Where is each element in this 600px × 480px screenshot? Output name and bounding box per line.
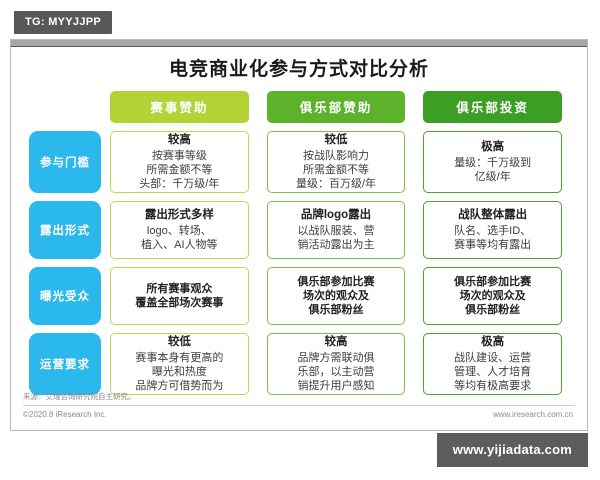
column-header-club-investment: 俱乐部投资 bbox=[423, 91, 563, 123]
copyright-note: ©2020.8 iResearch Inc. bbox=[23, 410, 107, 419]
cell-r1-c2: 战队整体露出 队名、选手ID、 赛事等均有露出 bbox=[423, 201, 563, 259]
cell-body: 品牌方需联动俱 乐部，以主动营 销提升用户感知 bbox=[297, 351, 375, 392]
cell-body: 所有赛事观众 覆盖全部场次赛事 bbox=[135, 282, 224, 309]
cell-r0-c0: 较高 按赛事等级 所需金额不等 头部：千万级/年 bbox=[110, 131, 249, 193]
table-row: 曝光受众 所有赛事观众 覆盖全部场次赛事 俱乐部参加比赛 场次的观众及 俱乐部粉… bbox=[29, 267, 571, 325]
cell-r1-c0: 露出形式多样 logo、转场、 植入、AI人物等 bbox=[110, 201, 249, 259]
cell-highlight: 较高 bbox=[167, 134, 191, 147]
cell-body: 赛事本身有更高的 曝光和热度 品牌方可借势而为 bbox=[135, 351, 224, 392]
cell-highlight: 战队整体露出 bbox=[458, 209, 528, 222]
cell-r0-c1: 较低 按战队影响力 所需金额不等 量级：百万级/年 bbox=[266, 131, 406, 193]
cell-highlight: 较低 bbox=[324, 134, 348, 147]
cell-body: 量级：千万级到 亿级/年 bbox=[454, 156, 532, 183]
cell-body: 按赛事等级 所需金额不等 头部：千万级/年 bbox=[139, 149, 220, 190]
cell-body: 俱乐部参加比赛 场次的观众及 俱乐部粉丝 bbox=[297, 275, 375, 317]
cell-highlight: 极高 bbox=[481, 141, 505, 154]
column-header-event-sponsorship: 赛事赞助 bbox=[110, 91, 249, 123]
slide-card: 电竞商业化参与方式对比分析 赛事赞助 俱乐部赞助 俱乐部投资 参与门槛 较高 按… bbox=[10, 39, 588, 431]
cell-r1-c1: 品牌logo露出 以战队服装、营 销活动露出为主 bbox=[266, 201, 406, 259]
cell-r3-c0: 较低 赛事本身有更高的 曝光和热度 品牌方可借势而为 bbox=[110, 333, 249, 395]
table-row: 参与门槛 较高 按赛事等级 所需金额不等 头部：千万级/年 较低 按战队影响力 … bbox=[29, 131, 571, 193]
cell-body: 按战队影响力 所需金额不等 量级：百万级/年 bbox=[295, 149, 377, 190]
comparison-table: 赛事赞助 俱乐部赞助 俱乐部投资 参与门槛 较高 按赛事等级 所需金额不等 头部… bbox=[29, 91, 571, 395]
row-label-exposure-audience: 曝光受众 bbox=[29, 267, 101, 325]
cell-r2-c1: 俱乐部参加比赛 场次的观众及 俱乐部粉丝 bbox=[266, 267, 406, 325]
row-label-exposure-format: 露出形式 bbox=[29, 201, 101, 259]
cell-r0-c2: 极高 量级：千万级到 亿级/年 bbox=[423, 131, 563, 193]
yijiadata-watermark: www.yijiadata.com bbox=[436, 433, 588, 467]
cell-highlight: 露出形式多样 bbox=[144, 209, 214, 222]
footer-divider bbox=[23, 405, 575, 406]
cell-highlight: 较低 bbox=[167, 336, 191, 349]
cell-highlight: 较高 bbox=[324, 336, 348, 349]
cell-body: logo、转场、 植入、AI人物等 bbox=[141, 224, 218, 251]
cell-body: 以战队服装、营 销活动露出为主 bbox=[297, 224, 375, 251]
website-note: www.iresearch.com.cn bbox=[492, 410, 573, 419]
table-row: 露出形式 露出形式多样 logo、转场、 植入、AI人物等 品牌logo露出 以… bbox=[29, 201, 571, 259]
cell-r2-c2: 俱乐部参加比赛 场次的观众及 俱乐部粉丝 bbox=[423, 267, 563, 325]
cell-body: 俱乐部参加比赛 场次的观众及 俱乐部粉丝 bbox=[454, 275, 532, 317]
table-header-row: 赛事赞助 俱乐部赞助 俱乐部投资 bbox=[29, 91, 571, 123]
page-title: 电竞商业化参与方式对比分析 bbox=[168, 59, 429, 80]
source-note: 来源：艾瑞咨询研究院自主研究。 bbox=[23, 392, 136, 401]
slide-top-bar bbox=[11, 40, 587, 47]
cell-body: 队名、选手ID、 赛事等均有露出 bbox=[454, 224, 532, 251]
cell-r3-c1: 较高 品牌方需联动俱 乐部，以主动营 销提升用户感知 bbox=[266, 333, 406, 395]
row-label-operation-requirement: 运营要求 bbox=[29, 333, 101, 395]
table-row: 运营要求 较低 赛事本身有更高的 曝光和热度 品牌方可借势而为 较高 品牌方需联… bbox=[29, 333, 571, 395]
telegram-watermark-tag: TG: MYYJJPP bbox=[14, 11, 113, 34]
column-header-club-sponsorship: 俱乐部赞助 bbox=[266, 91, 406, 123]
cell-highlight: 品牌logo露出 bbox=[300, 209, 372, 222]
row-label-entry-threshold: 参与门槛 bbox=[29, 131, 101, 193]
cell-r2-c0: 所有赛事观众 覆盖全部场次赛事 bbox=[110, 267, 249, 325]
cell-body: 战队建设、运营 管理、人才培育 等均有极高要求 bbox=[454, 351, 532, 392]
cell-highlight: 极高 bbox=[481, 336, 505, 349]
cell-r3-c2: 极高 战队建设、运营 管理、人才培育 等均有极高要求 bbox=[423, 333, 563, 395]
